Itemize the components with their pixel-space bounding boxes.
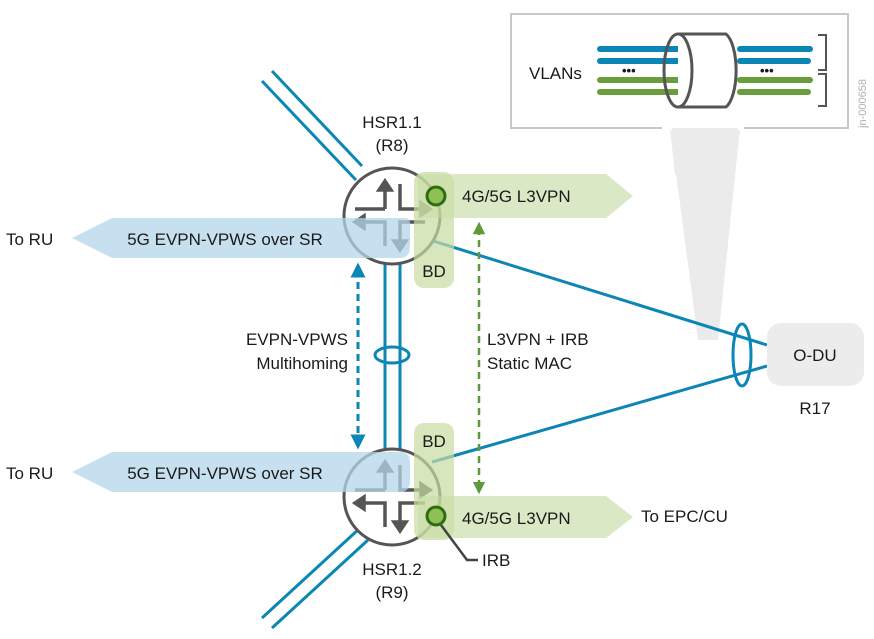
vlans-label: VLANs xyxy=(529,64,582,83)
bottom-evpn-arrow: 5G EVPN-VPWS over SR xyxy=(72,452,410,492)
trunk-cylinder-icon xyxy=(662,32,738,109)
lag-ellipse-icon xyxy=(373,345,411,365)
router-id: (R8) xyxy=(375,136,408,155)
l3vpn-irb-label: Static MAC xyxy=(487,354,572,373)
multihoming-label: EVPN-VPWS xyxy=(246,330,348,349)
l3vpn-arrow-label: 4G/5G L3VPN xyxy=(462,509,571,528)
odu-node[interactable]: O-DU R17 xyxy=(767,323,864,418)
evpn-arrow-label: 5G EVPN-VPWS over SR xyxy=(127,230,323,249)
top-evpn-arrow: 5G EVPN-VPWS over SR xyxy=(72,218,410,258)
router-name: HSR1.2 xyxy=(362,560,422,579)
uplink-line xyxy=(260,526,362,620)
odu-id: R17 xyxy=(799,399,830,418)
uplink-line xyxy=(270,69,364,168)
uplink-line xyxy=(270,538,370,630)
l3vpn-irb-label: L3VPN + IRB xyxy=(487,330,589,349)
bd-label: BD xyxy=(422,262,446,281)
router-name: HSR1.1 xyxy=(362,113,422,132)
vlan-inset: VLANs ••• ••• jn-000658 xyxy=(510,13,869,190)
irb-leader-line xyxy=(439,524,478,562)
vlan-ellipsis-right: ••• xyxy=(760,63,774,78)
bracket-icon xyxy=(818,34,827,71)
to-ru-label: To RU xyxy=(6,230,53,249)
top-l3vpn-arrow: 4G/5G L3VPN xyxy=(418,174,633,218)
evpn-arrow-label: 5G EVPN-VPWS over SR xyxy=(127,464,323,483)
bd-label: BD xyxy=(422,432,446,451)
odu-label: O-DU xyxy=(793,346,836,365)
uplink-line xyxy=(260,79,358,182)
figure-id-watermark: jn-000658 xyxy=(857,79,869,129)
vlan-ellipsis-left: ••• xyxy=(622,63,636,78)
bracket-icon xyxy=(818,73,827,107)
odu-box xyxy=(767,323,864,386)
to-ru-label: To RU xyxy=(6,464,53,483)
odu-link-bottom xyxy=(431,364,768,464)
router-id: (R9) xyxy=(375,583,408,602)
irb-label: IRB xyxy=(482,551,510,570)
irb-interface-icon xyxy=(425,185,447,207)
l3vpn-arrow-label: 4G/5G L3VPN xyxy=(462,187,571,206)
multihoming-label: Multihoming xyxy=(256,354,348,373)
odu-link-top xyxy=(429,238,768,347)
lag-ellipse-icon xyxy=(731,322,753,388)
to-epc-label: To EPC/CU xyxy=(641,507,728,526)
bottom-l3vpn-arrow: 4G/5G L3VPN xyxy=(418,496,633,538)
irb-interface-icon xyxy=(425,505,447,527)
